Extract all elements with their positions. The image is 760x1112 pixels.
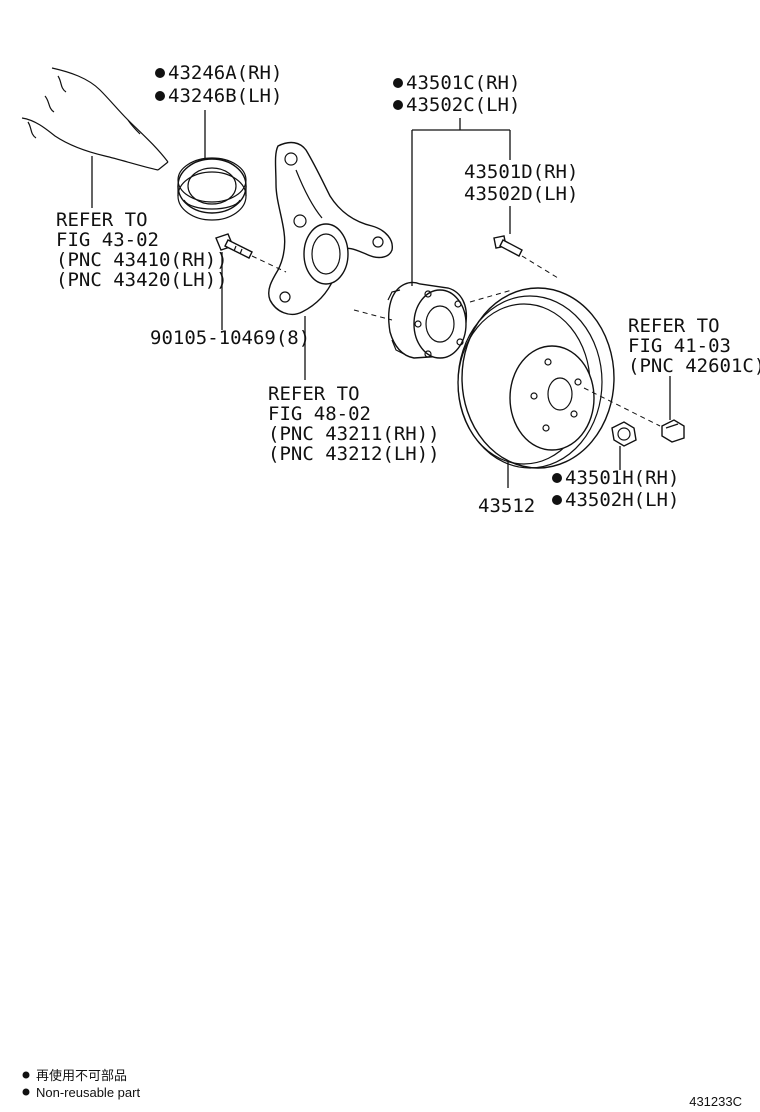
svg-text:(PNC 43420(LH)): (PNC 43420(LH)) bbox=[56, 269, 228, 291]
axle-hub-part bbox=[387, 281, 468, 359]
non-reusable-bullet-icon bbox=[22, 1088, 30, 1096]
disc-rotor-part bbox=[457, 287, 615, 469]
svg-text:43501D(RH): 43501D(RH) bbox=[464, 161, 578, 183]
label-refer-4802: REFER TO FIG 48-02 (PNC 43211(RH)) (PNC … bbox=[268, 383, 440, 465]
label-bolt: 90105-10469(8) bbox=[150, 327, 310, 349]
svg-text:REFER TO: REFER TO bbox=[268, 383, 360, 405]
label-hub-c: 43501C(RH) 43502C(LH) bbox=[393, 72, 520, 116]
drive-shaft-pointer-icon bbox=[21, 67, 169, 171]
legend: 再使用不可部品 Non-reusable part bbox=[22, 1068, 140, 1100]
svg-text:43501C(RH): 43501C(RH) bbox=[406, 72, 520, 94]
svg-text:FIG 41-03: FIG 41-03 bbox=[628, 335, 731, 357]
svg-text:REFER TO: REFER TO bbox=[628, 315, 720, 337]
hub-nut-part bbox=[611, 421, 637, 447]
hub-bolt-part bbox=[493, 235, 523, 257]
svg-text:43246B(LH): 43246B(LH) bbox=[168, 85, 282, 107]
label-seal: 43246A(RH) 43246B(LH) bbox=[155, 62, 282, 107]
wheel-nut-part bbox=[661, 419, 685, 443]
svg-text:(PNC 42601C): (PNC 42601C) bbox=[628, 355, 760, 377]
svg-text:43501H(RH): 43501H(RH) bbox=[565, 467, 679, 489]
svg-text:FIG 43-02: FIG 43-02 bbox=[56, 229, 159, 251]
label-refer-4302: REFER TO FIG 43-02 (PNC 43410(RH)) (PNC … bbox=[56, 156, 228, 291]
figure-code: 431233C bbox=[689, 1094, 742, 1109]
knuckle-bolt-part bbox=[215, 233, 253, 259]
non-reusable-bullet-icon bbox=[22, 1071, 30, 1079]
legend-japanese: 再使用不可部品 bbox=[36, 1068, 127, 1083]
hub-seal-part bbox=[177, 157, 247, 221]
svg-text:(PNC 43211(RH)): (PNC 43211(RH)) bbox=[268, 423, 440, 445]
svg-text:(PNC 43212(LH)): (PNC 43212(LH)) bbox=[268, 443, 440, 465]
svg-text:REFER TO: REFER TO bbox=[56, 209, 148, 231]
legend-english: Non-reusable part bbox=[36, 1085, 140, 1100]
svg-text:90105-10469(8): 90105-10469(8) bbox=[150, 327, 310, 349]
svg-text:43512: 43512 bbox=[478, 495, 535, 517]
svg-text:43502C(LH): 43502C(LH) bbox=[406, 94, 520, 116]
label-refer-4103: REFER TO FIG 41-03 (PNC 42601C) bbox=[628, 315, 760, 377]
svg-text:FIG 48-02: FIG 48-02 bbox=[268, 403, 371, 425]
svg-text:43502D(LH): 43502D(LH) bbox=[464, 183, 578, 205]
svg-text:43502H(LH): 43502H(LH) bbox=[565, 489, 679, 511]
steering-knuckle-part bbox=[268, 141, 393, 316]
label-hub-h: 43501H(RH) 43502H(LH) bbox=[552, 467, 679, 511]
label-hub-d: 43501D(RH) 43502D(LH) bbox=[464, 161, 578, 205]
svg-text:43246A(RH): 43246A(RH) bbox=[168, 62, 282, 84]
label-rotor: 43512 bbox=[478, 495, 535, 517]
svg-text:(PNC 43410(RH)): (PNC 43410(RH)) bbox=[56, 249, 228, 271]
